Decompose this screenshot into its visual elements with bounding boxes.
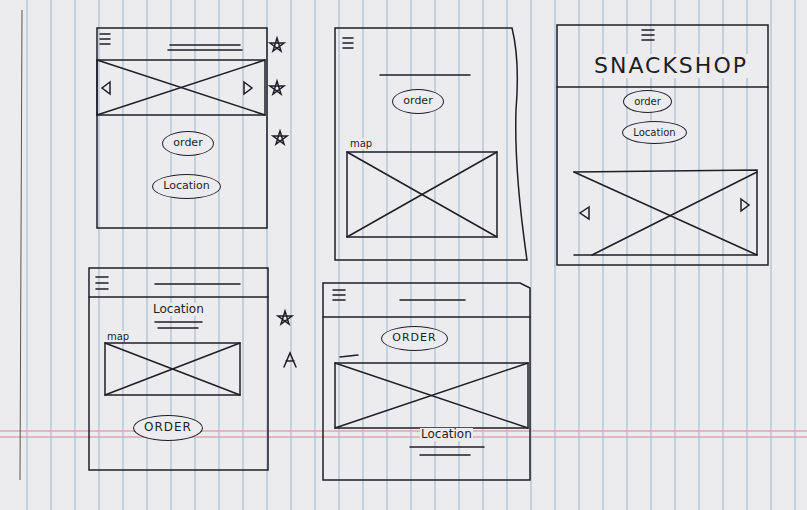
oval-button: order [162,131,214,156]
margin-line [0,431,807,437]
button-text: Location [163,180,210,192]
app-title: SNACKSHOP [593,54,749,78]
sketch-label: map [106,331,130,342]
button-text: ORDER [144,421,192,434]
button-text: order [173,137,202,149]
button-text: order [634,96,661,107]
ruled-lines [27,0,795,510]
oval-button: order [623,90,672,113]
oval-button: ORDER [133,415,203,441]
sketch-label: Location [152,303,205,316]
paper-edge [20,10,22,480]
oval-button: Location [622,121,687,144]
oval-button: order [392,89,444,114]
button-text: order [403,95,432,107]
wireframes [89,25,768,480]
sketch-label: map [349,138,373,149]
button-text: ORDER [392,332,436,344]
button-text: Location [633,127,675,138]
sketch-label: Location [420,428,473,441]
oval-button: ORDER [381,326,448,351]
oval-button: Location [152,174,221,199]
